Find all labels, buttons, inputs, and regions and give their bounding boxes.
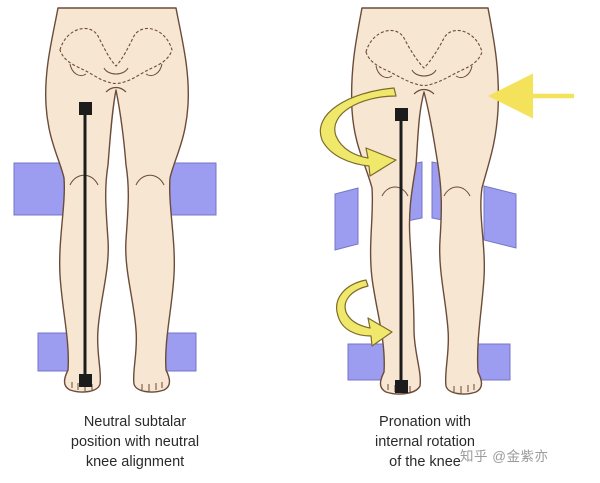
right-knee-cap-left (381, 186, 409, 197)
left-ankle-marker (79, 374, 92, 387)
left-caption: Neutral subtalar position with neutral k… (20, 412, 250, 472)
left-pelvis-inner (69, 63, 163, 77)
left-leg-gap (105, 86, 127, 93)
right-leg-gap (413, 88, 435, 95)
rotation-arrow-shin (336, 279, 393, 347)
left-toes-right (141, 382, 163, 391)
left-pelvis-outline (59, 27, 173, 85)
left-hip-marker (79, 102, 92, 115)
right-figure-body (350, 7, 500, 395)
left-knee-pad-outer-left (13, 162, 67, 216)
right-ankle-marker (395, 380, 408, 393)
rotation-arrow-thigh (319, 87, 397, 177)
left-knee-pad-outer-right (163, 162, 217, 216)
left-panel (13, 7, 217, 393)
right-caption-line-3: of the knee (389, 454, 461, 470)
left-caption-line-1: Neutral subtalar (83, 414, 187, 430)
right-ankle-pad-right (473, 343, 511, 381)
left-caption-line-2: position with neutral (70, 434, 200, 450)
left-toes-left (71, 382, 93, 391)
right-ankle-pad-left (347, 343, 389, 381)
right-knee-pad-right (483, 185, 517, 249)
right-knee-cap-right (443, 186, 471, 197)
right-pelvis-inner (375, 65, 473, 79)
right-caption: Pronation with internal rotation of the … (330, 412, 520, 472)
right-pelvis-outline (365, 29, 483, 87)
right-panel (319, 7, 574, 395)
right-caption-line-2: internal rotation (375, 434, 475, 450)
watermark: 知乎 @金紫亦 (460, 449, 549, 464)
left-knee-cap-right (135, 174, 165, 186)
right-toes-right (453, 384, 475, 393)
right-knee-pad-left (334, 187, 359, 251)
right-caption-line-1: Pronation with (379, 414, 471, 430)
right-hip-marker (395, 108, 408, 121)
left-caption-line-3: knee alignment (85, 454, 185, 470)
